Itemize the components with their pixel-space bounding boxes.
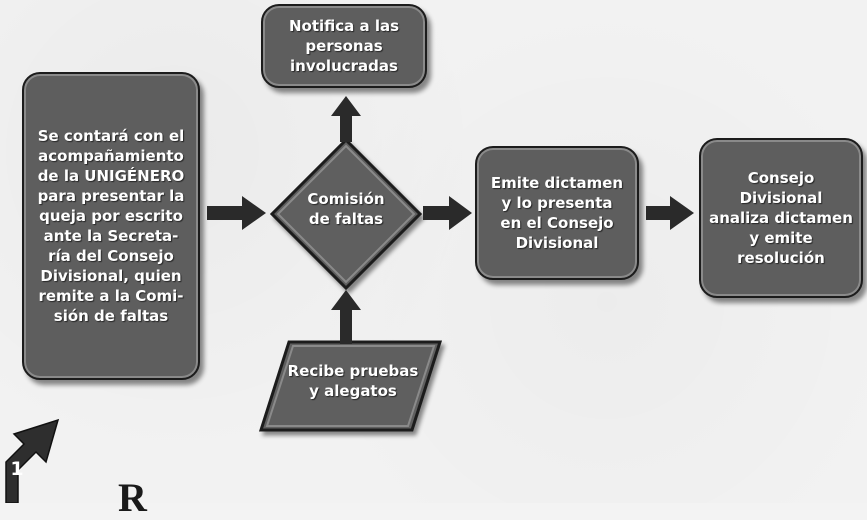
notifica-box: Notifica a las personas involucradas <box>261 4 427 88</box>
dictamen-text: Emite dictamen y lo presenta en el Conse… <box>490 174 624 252</box>
notifica-text: Notifica a las personas involucradas <box>288 17 400 75</box>
arrow-comision-to-dictamen <box>423 196 472 230</box>
step-arrow-icon <box>5 418 60 503</box>
arrow-dictamen-to-consejo <box>646 196 694 230</box>
consejo-box: Consejo Divisional analiza dictamen y em… <box>699 138 863 298</box>
arrow-comision-to-notifica <box>331 96 361 142</box>
arrow-queja-to-comision <box>207 196 266 230</box>
step-number: 1 <box>10 458 24 480</box>
arrow-pruebas-to-comision <box>331 290 361 344</box>
input-parallelogram <box>258 340 443 432</box>
queja-box: Se contará con el acompañamiento de la U… <box>22 72 200 380</box>
connectors-layer <box>5 96 694 503</box>
queja-text: Se contará con el acompañamiento de la U… <box>37 127 185 325</box>
consejo-text: Consejo Divisional analiza dictamen y em… <box>709 169 853 267</box>
decision-label: Comisión de faltas <box>307 190 385 228</box>
footer-text: R <box>118 475 147 520</box>
input-label: Recibe pruebas y alegatos <box>287 362 419 400</box>
decision-diamond <box>269 137 423 291</box>
dictamen-box: Emite dictamen y lo presenta en el Conse… <box>475 146 639 280</box>
